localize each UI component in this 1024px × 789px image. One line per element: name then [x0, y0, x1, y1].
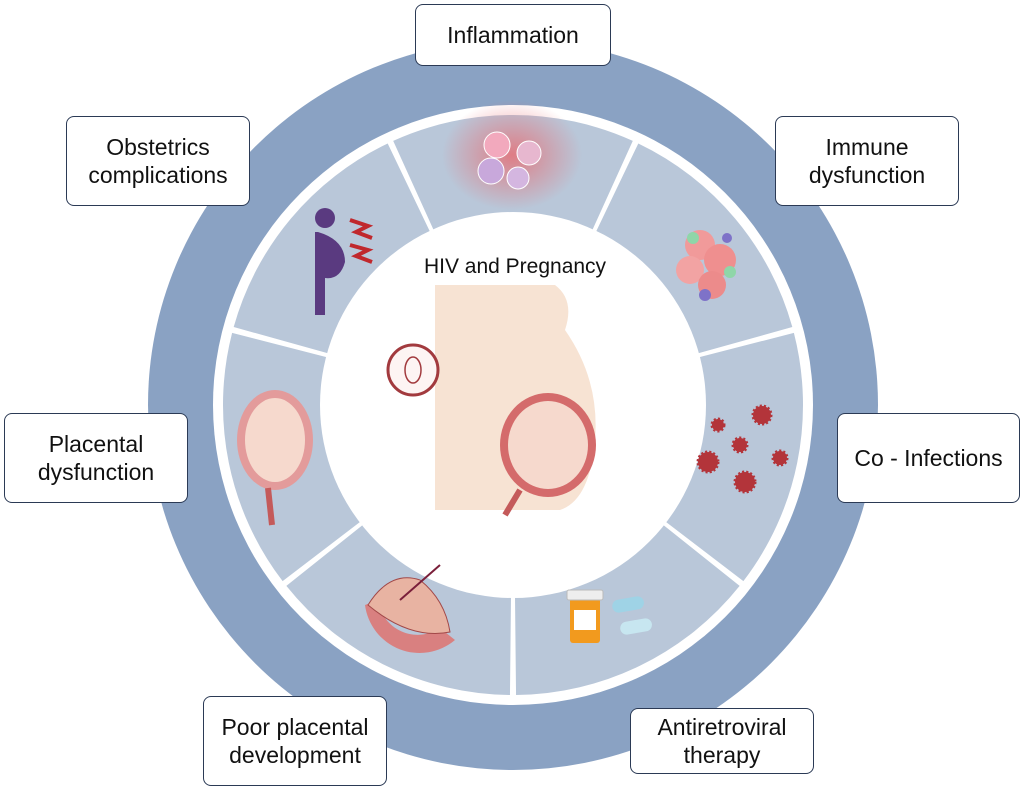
virus-particle: [751, 404, 773, 426]
pregnant-woman-pain-icon: [315, 208, 374, 315]
label-immune-dysfunction: Immune dysfunction: [775, 116, 959, 206]
virus-particle: [696, 450, 720, 474]
label-obstetrics-complications: Obstetrics complications: [66, 116, 250, 206]
immune-cells-icon: [676, 230, 736, 301]
fetus-uterus-icon: [237, 390, 313, 526]
center-title: HIV and Pregnancy: [423, 255, 607, 278]
virus-particle: [771, 449, 789, 467]
virus-particle: [731, 436, 749, 454]
pregnant-belly-illustration: [435, 285, 596, 517]
label-inflammation: Inflammation: [415, 4, 611, 66]
label-co-infections: Co - Infections: [837, 413, 1020, 503]
inflammation-cells-icon: [442, 100, 582, 210]
virus-particle: [710, 417, 726, 433]
hiv-virus-icon: [386, 343, 440, 397]
pills-bottle-icon: [566, 589, 652, 643]
label-poor-placental-development: Poor placental development: [203, 696, 387, 786]
virus-particle: [733, 470, 757, 494]
label-antiretroviral-therapy: Antiretroviral therapy: [630, 708, 814, 774]
label-placental-dysfunction: Placental dysfunction: [4, 413, 188, 503]
placenta-icon: [365, 564, 455, 653]
viruses-icon: [696, 404, 789, 494]
